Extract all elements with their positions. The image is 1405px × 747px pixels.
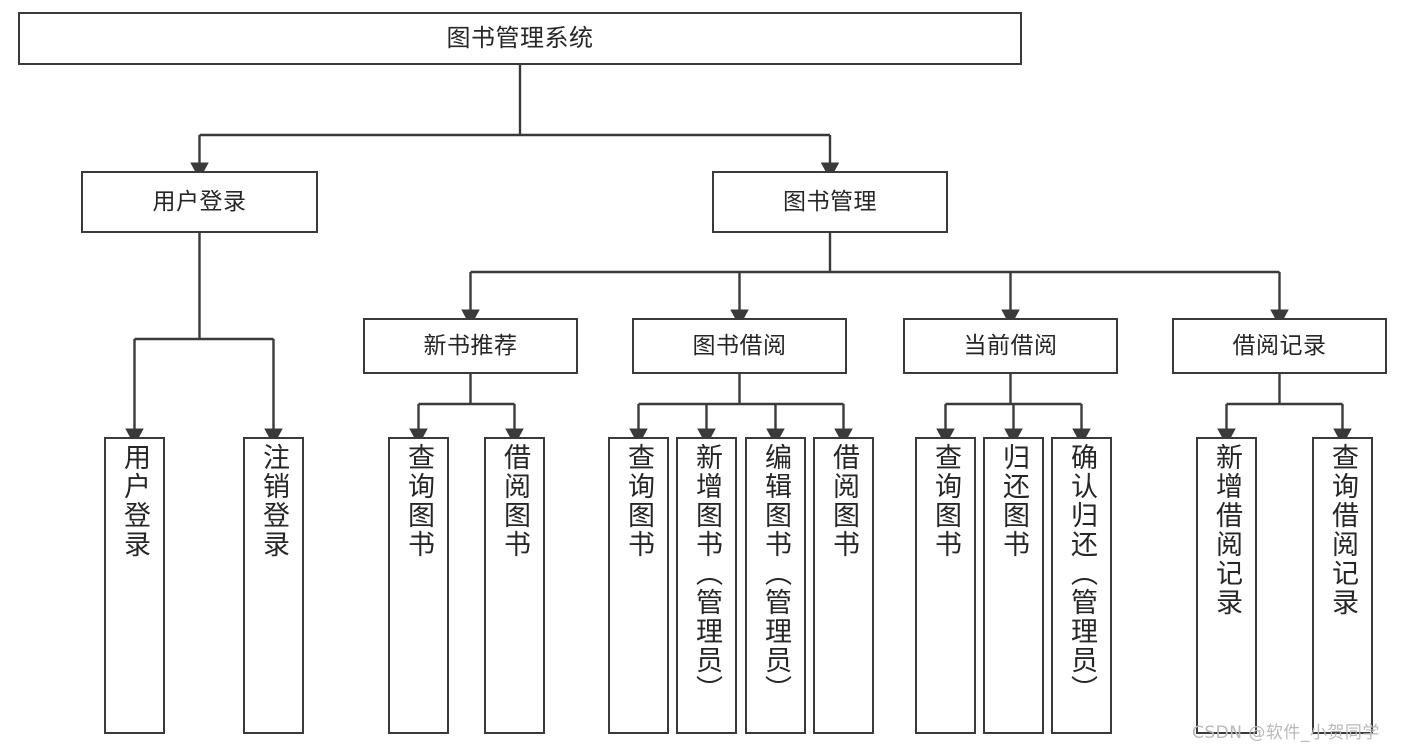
node-label: 图书管理: [783, 188, 877, 215]
node-label: 查询图书: [403, 443, 434, 559]
node-label: 图书管理系统: [446, 23, 594, 52]
node-label: 新书推荐: [423, 332, 518, 359]
node-leaf-logout: 注销登录: [243, 437, 304, 734]
node-label: 编辑图书（管理员）: [760, 443, 791, 704]
node-label: 归还图书: [998, 443, 1029, 559]
node-root: 图书管理系统: [18, 12, 1022, 65]
node-current-borrow: 当前借阅: [903, 318, 1118, 374]
node-label: 用户登录: [152, 188, 247, 215]
node-leaf-add-book: 新增图书（管理员）: [676, 437, 737, 734]
node-label: 借阅记录: [1232, 332, 1327, 359]
node-label: 查询图书: [623, 443, 654, 559]
node-label: 用户登录: [119, 443, 150, 559]
node-label: 当前借阅: [963, 332, 1058, 359]
node-leaf-query-book-3: 查询图书: [915, 437, 976, 734]
node-leaf-user-login: 用户登录: [104, 437, 165, 734]
node-leaf-edit-book: 编辑图书（管理员）: [745, 437, 806, 734]
node-leaf-borrow-book-1: 借阅图书: [484, 437, 545, 734]
node-leaf-query-book-1: 查询图书: [388, 437, 449, 734]
node-leaf-add-record: 新增借阅记录: [1196, 437, 1257, 734]
node-label: 借阅图书: [828, 443, 859, 559]
node-label: 图书借阅: [692, 332, 787, 359]
node-book-manage: 图书管理: [712, 171, 948, 233]
node-leaf-confirm-return: 确认归还（管理员）: [1051, 437, 1112, 734]
node-label: 查询借阅记录: [1327, 443, 1358, 617]
node-user-login: 用户登录: [81, 171, 318, 233]
node-leaf-query-book-2: 查询图书: [608, 437, 669, 734]
node-leaf-borrow-book-2: 借阅图书: [813, 437, 874, 734]
node-label: 新增借阅记录: [1211, 443, 1242, 617]
node-label: 查询图书: [930, 443, 961, 559]
node-label: 新增图书（管理员）: [691, 443, 722, 704]
node-new-book-recommend: 新书推荐: [363, 318, 578, 374]
node-label: 借阅图书: [499, 443, 530, 559]
node-book-borrow: 图书借阅: [632, 318, 847, 374]
csdn-watermark: CSDN @软件_小贺同学: [1192, 723, 1380, 743]
node-leaf-query-record: 查询借阅记录: [1312, 437, 1373, 734]
node-borrow-record: 借阅记录: [1172, 318, 1387, 374]
node-leaf-return-book: 归还图书: [983, 437, 1044, 734]
node-label: 确认归还（管理员）: [1066, 443, 1097, 704]
node-label: 注销登录: [258, 443, 289, 559]
